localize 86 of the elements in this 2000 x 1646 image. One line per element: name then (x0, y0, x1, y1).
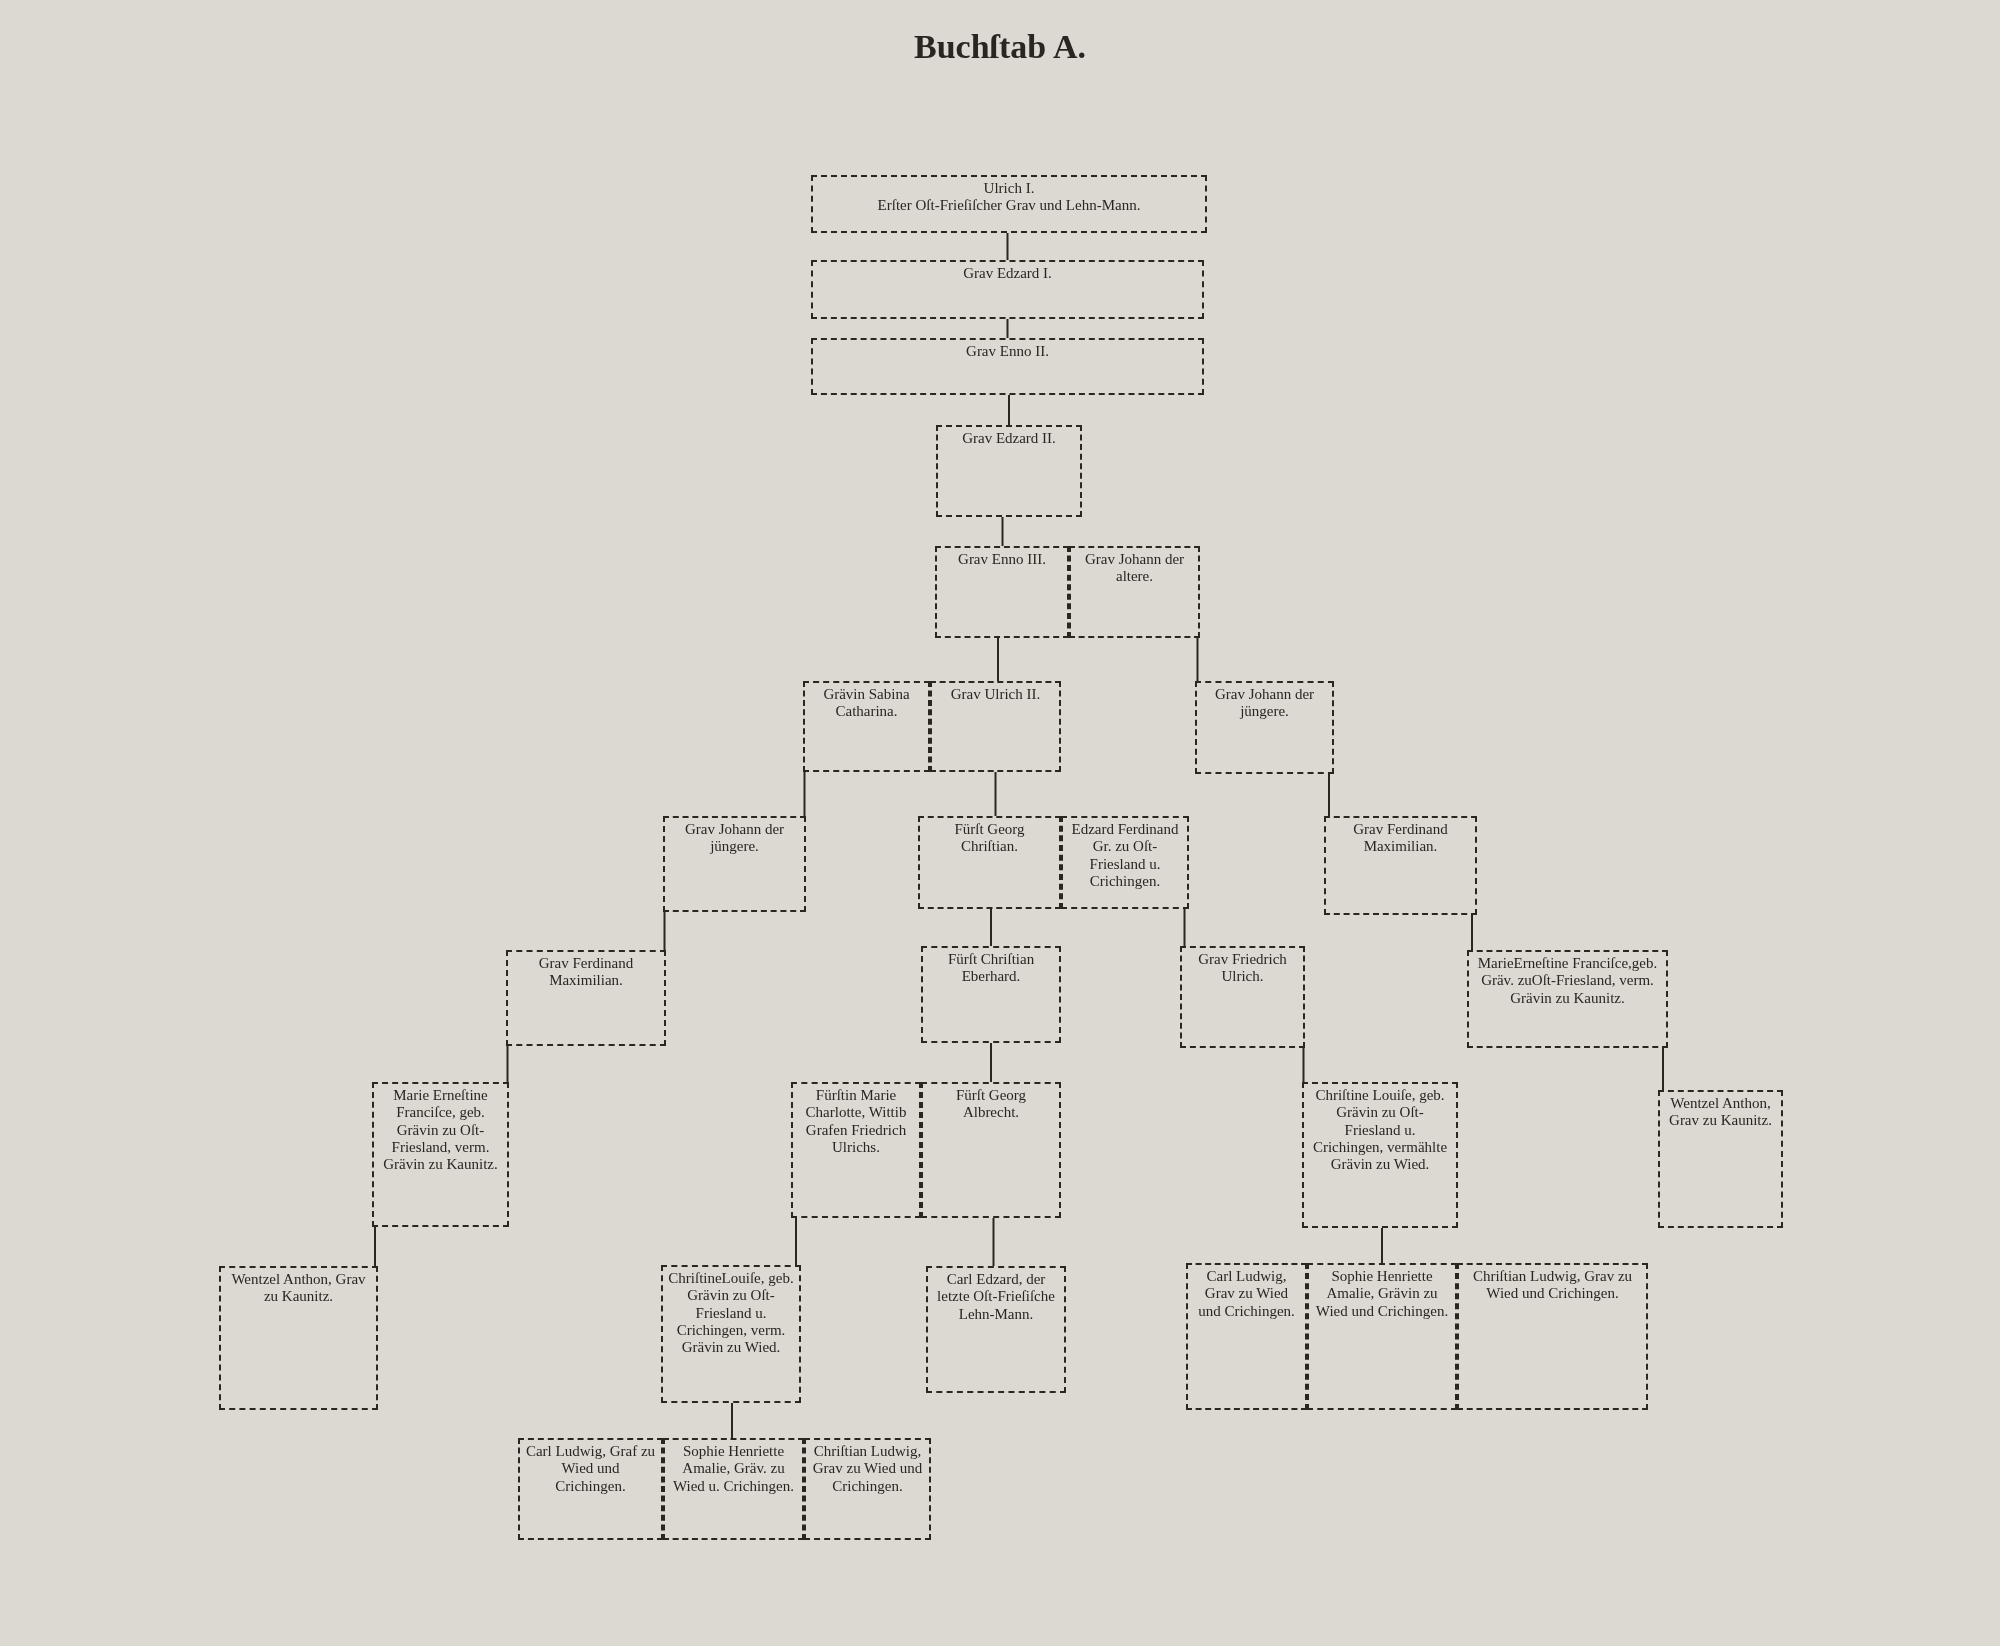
person-name: Erſter Oſt-Frieſiſcher Grav und Lehn-Mann. (877, 197, 1141, 215)
connector-line (1302, 1047, 1305, 1083)
person-name: Carl Edzard, der letzte Oſt-Frieſiſche Lehn-Mann. (936, 1271, 1056, 1323)
connector-line (795, 1217, 797, 1266)
name-box (803, 681, 930, 772)
name-box (1457, 1263, 1648, 1410)
name-box (506, 950, 666, 1046)
connector-line (1001, 516, 1004, 547)
name-box (804, 1438, 931, 1540)
name-box (1186, 1263, 1307, 1410)
person-name: Carl Ludwig, Graf zu Wied und Crichingen. (525, 1443, 656, 1495)
person-name: Grävin Sabina Catharina. (822, 686, 911, 721)
person-name: Wentzel Anthon, Grav zu Kaunitz. (230, 1271, 367, 1306)
name-box (1069, 546, 1200, 638)
name-box (921, 946, 1061, 1043)
page-heading: Buchſtab A. (913, 28, 1087, 66)
person-name: Chriſtian Ludwig, Grav zu Wied und Crichingen. (1471, 1268, 1634, 1303)
person-name: Edzard Ferdinand Gr. zu Oſt-Friesland u. Crichingen. (1070, 821, 1180, 890)
person-name: Chriſtine Louiſe, geb. Grävin zu Oſt-Friesland u. Crichingen, vermählte Grävin zu Wied. (1311, 1087, 1449, 1174)
connector-line (1006, 318, 1009, 339)
name-box (518, 1438, 663, 1540)
name-box (372, 1082, 509, 1227)
name-box (811, 260, 1204, 319)
name-box (1324, 816, 1477, 915)
name-box (1467, 950, 1668, 1048)
name-box (921, 1082, 1061, 1218)
person-name: Grav Ferdinand Maximilian. (1352, 821, 1449, 856)
person-name: Grav Friedrich Ulrich. (1197, 951, 1288, 986)
name-box (811, 338, 1204, 395)
person-name: Grav Enno II. (966, 343, 1049, 361)
name-box (1061, 816, 1189, 909)
person-name: ChriſtineLouiſe, geb. Grävin zu Oſt-Friesland u. Crichingen, verm. Grävin zu Wied. (668, 1270, 794, 1357)
person-name: Grav Ulrich II. (950, 686, 1041, 704)
person-name: Ulrich I. (983, 180, 1035, 198)
name-box (791, 1082, 921, 1218)
name-box (1302, 1082, 1458, 1228)
connector-line (1196, 637, 1199, 682)
person-name: Chriſtian Ludwig, Grav zu Wied und Crichingen. (811, 1443, 924, 1495)
connector-line (1381, 1227, 1383, 1264)
person-name: Grav Johann der altere. (1083, 551, 1186, 586)
person-name: Sophie Henriette Amalie, Grävin zu Wied und Crichingen. (1314, 1268, 1450, 1320)
name-box (935, 546, 1069, 638)
name-box (663, 1438, 804, 1540)
connector-line (506, 1045, 509, 1083)
connector-line (997, 637, 999, 682)
connector-line (990, 908, 992, 947)
person-name: Grav Johann der jüngere. (683, 821, 786, 856)
connector-line (803, 771, 806, 817)
person-name: Grav Edzard I. (963, 265, 1052, 283)
name-box (918, 816, 1061, 909)
person-name: MarieErneſtine Franciſce,geb. Gräv. zuOſt-Friesland, verm. Grävin zu Kaunitz. (1476, 955, 1659, 1007)
person-name: Carl Ludwig, Grav zu Wied und Crichingen. (1197, 1268, 1296, 1320)
connector-line (992, 1217, 995, 1267)
name-box (811, 175, 1207, 233)
name-box (661, 1265, 801, 1403)
person-name: Fürſt Chriſtian Eberhard. (946, 951, 1036, 986)
person-name: Fürſt Georg Albrecht. (954, 1087, 1028, 1122)
connector-line (1662, 1047, 1664, 1091)
name-box (1180, 946, 1305, 1048)
person-name: Grav Johann der jüngere. (1213, 686, 1316, 721)
connector-line (1008, 394, 1010, 426)
connector-line (990, 1042, 992, 1083)
person-name: Grav Enno III. (958, 551, 1046, 569)
person-name: Fürſt Georg Chriſtian. (953, 821, 1026, 856)
name-box (663, 816, 806, 912)
name-box (936, 425, 1082, 517)
person-name: Fürſtin Marie Charlotte, Wittib Grafen Friedrich Ulrichs. (804, 1087, 908, 1156)
connector-line (731, 1402, 733, 1439)
connector-line (374, 1226, 376, 1267)
connector-line (1328, 773, 1330, 817)
name-box (1307, 1263, 1457, 1410)
person-name: Wentzel Anthon, Grav zu Kaunitz. (1668, 1095, 1773, 1130)
connector-line (1006, 232, 1009, 261)
person-name: Sophie Henriette Amalie, Gräv. zu Wied u. Crichingen. (671, 1443, 795, 1495)
name-box (926, 1266, 1066, 1393)
name-box (1658, 1090, 1783, 1228)
connector-line (994, 771, 997, 817)
connector-line (663, 911, 666, 951)
connector-line (1471, 914, 1473, 951)
person-name: Grav Edzard II. (962, 430, 1056, 448)
person-name: Grav Ferdinand Maximilian. (537, 955, 635, 990)
name-box (219, 1266, 378, 1410)
person-name: Marie Erneſtine Franciſce, geb. Grävin zu Oſt-Friesland, verm. Grävin zu Kaunitz. (382, 1087, 499, 1174)
connector-line (1183, 908, 1186, 947)
name-box (930, 681, 1061, 772)
name-box (1195, 681, 1334, 774)
